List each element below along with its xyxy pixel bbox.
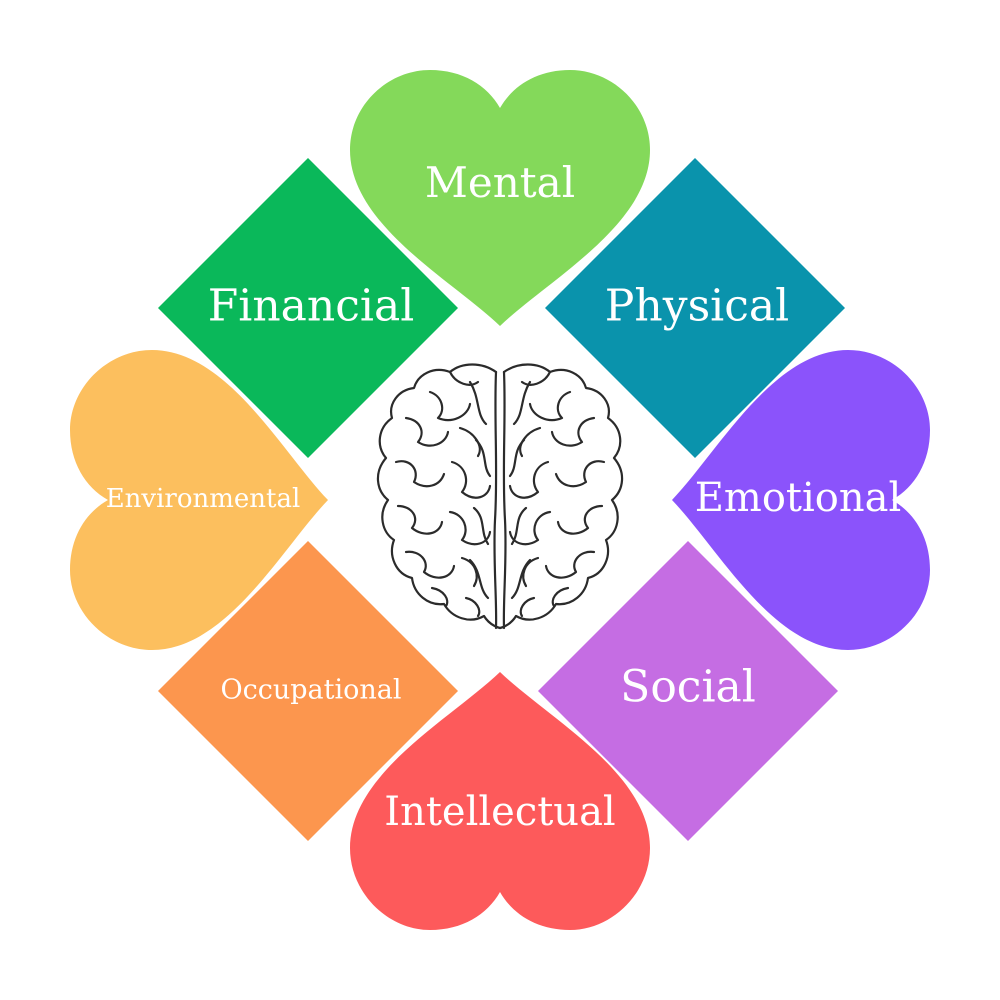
brain-icon	[376, 363, 624, 630]
environmental-heart: Environmental	[70, 350, 328, 650]
physical-shape	[545, 158, 845, 458]
financial-shape	[158, 158, 458, 458]
mental-shape	[350, 70, 650, 326]
occupational-shape	[158, 541, 458, 841]
occupational-label: Occupational	[220, 675, 401, 706]
environmental-label: Environmental	[106, 484, 301, 514]
emotional-label: Emotional	[695, 475, 902, 521]
intellectual-label: Intellectual	[384, 789, 615, 835]
financial-label: Financial	[208, 281, 415, 332]
social-label: Social	[620, 662, 756, 713]
financial-diamond: Financial	[158, 158, 458, 458]
intellectual-shape	[350, 672, 650, 930]
emotional-heart: Emotional	[672, 350, 930, 650]
occupational-diamond: Occupational	[158, 541, 458, 841]
mental-label: Mental	[425, 158, 575, 207]
social-diamond: Social	[538, 541, 838, 841]
emotional-shape	[672, 350, 930, 650]
mental-heart: Mental	[350, 70, 650, 326]
environmental-shape	[70, 350, 328, 650]
physical-diamond: Physical	[545, 158, 845, 458]
social-shape	[538, 541, 838, 841]
physical-label: Physical	[605, 281, 789, 332]
intellectual-heart: Intellectual	[350, 672, 650, 930]
